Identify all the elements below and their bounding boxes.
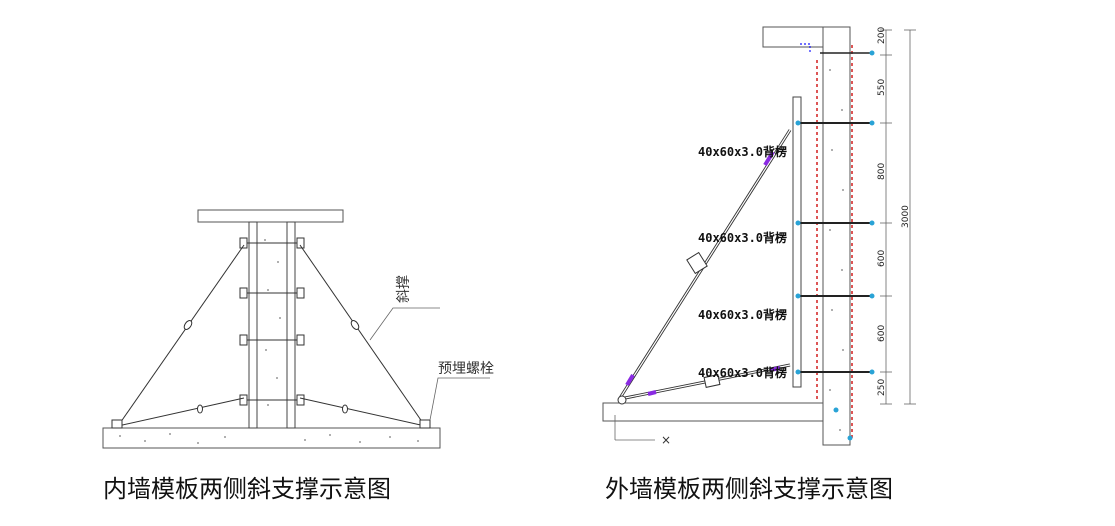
inner-wall [256, 221, 288, 429]
dim-total-3000: 3000 [901, 205, 911, 228]
inner-wall-diagram: 斜撑 预埋螺栓 内墙模板两侧斜支撑示意图 [102, 209, 494, 503]
dim-200: 200 [877, 27, 887, 44]
outer-axis-marker: × [614, 415, 671, 447]
label-embedded-bolt: 预埋螺栓 [438, 361, 494, 377]
dim-550: 550 [877, 79, 887, 96]
inner-floor-slab [102, 427, 441, 449]
leader-line-bolt [429, 377, 490, 421]
inner-form-left [248, 221, 258, 429]
beam-label-2: 40x60x3.0背楞 [698, 230, 787, 245]
outer-caption: 外墙模板两侧斜支撑示意图 [605, 475, 893, 503]
dim-800: 800 [877, 163, 887, 180]
inner-caption: 内墙模板两侧斜支撑示意图 [103, 475, 391, 503]
inner-top-slab [197, 209, 344, 223]
beam-label-4: 40x60x3.0背楞 [698, 365, 787, 380]
outer-wall-diagram: × 40x60x3.0背楞 40x60x3.0背楞 40x60x3.0背楞 40… [602, 26, 916, 503]
inner-floor-speckle [119, 433, 419, 444]
outer-tie-bolts [795, 50, 875, 441]
dim-600-upper: 600 [877, 250, 887, 267]
svg-text:×: × [661, 433, 671, 447]
outer-diagonal-braces [617, 129, 792, 405]
inner-diagonal-braces [117, 244, 426, 427]
outer-top-bracket [800, 43, 811, 52]
label-brace: 斜撑 [396, 275, 412, 303]
inner-tie-bolts [239, 237, 305, 406]
outer-wall-speckle [829, 69, 844, 431]
dimension-chain [880, 29, 916, 405]
inner-wall-speckle [264, 239, 281, 406]
dim-600-lower: 600 [877, 325, 887, 342]
beam-label-3: 40x60x3.0背楞 [698, 307, 787, 322]
leader-line-brace [369, 307, 440, 341]
dim-250: 250 [877, 379, 887, 396]
outer-wall [822, 26, 851, 446]
outer-vertical-frame [792, 96, 802, 388]
inner-anchor-left [111, 419, 123, 429]
inner-form-right [286, 221, 296, 429]
beam-label-1: 40x60x3.0背楞 [698, 144, 787, 159]
outer-top-slab [762, 26, 824, 48]
outer-floor-slab [602, 402, 826, 422]
inner-anchor-right [419, 419, 431, 429]
